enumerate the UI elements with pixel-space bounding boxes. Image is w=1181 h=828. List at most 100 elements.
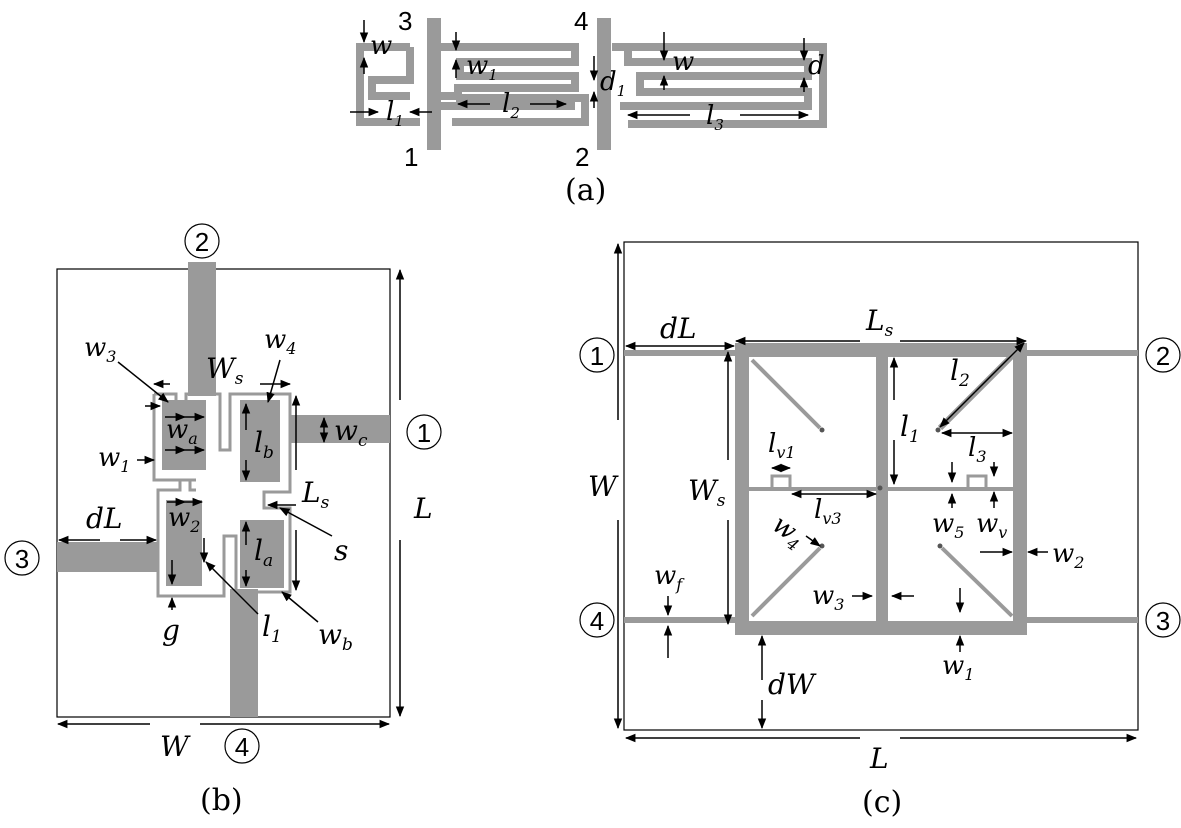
panel-c-l2-arrow-top <box>974 342 1025 393</box>
panel-c-step-left <box>770 474 792 489</box>
panel-b-label-dL: dL <box>86 502 123 535</box>
panel-b-label-wc: wc <box>334 414 368 451</box>
panel-b-label-Ls: Ls <box>301 476 330 513</box>
panel-b-feed-2 <box>188 262 216 396</box>
panel-c-via-center <box>877 485 883 491</box>
panel-b-l1-leader <box>205 561 259 615</box>
panel-b-label-w3: w3 <box>84 333 116 366</box>
panel-a-label-l1: l1 <box>386 97 404 130</box>
panel-b-label-w1: w1 <box>98 443 130 476</box>
panel-a-label-l2: l2 <box>502 89 520 122</box>
panel-c-label-w2: w2 <box>1052 539 1084 572</box>
panel-a-port-3: 3 <box>398 6 412 36</box>
panel-b-port-4-circle <box>224 728 260 764</box>
panel-b-label-la: la <box>254 534 273 571</box>
panel-c-stub-bottomright <box>940 546 1014 618</box>
panel-c-port-1: 1 <box>590 341 604 371</box>
panel-c-substrate <box>623 241 1139 731</box>
panel-b-port-3-circle <box>4 540 40 576</box>
panel-c-port-2: 2 <box>1156 341 1170 371</box>
panel-a-label-l3: l3 <box>706 101 724 134</box>
panel-a-label-w1: w1 <box>466 51 498 84</box>
panel-c-label-W: W <box>588 470 619 503</box>
panel-b-w3-leader <box>117 361 169 403</box>
panel-b-w4-leader <box>266 359 281 404</box>
panel-b-feed-3 <box>57 542 158 572</box>
panel-b-s-leader <box>279 507 333 537</box>
panel-c-l2-arrow-bottom <box>939 391 976 428</box>
panel-b-feed-4 <box>230 589 258 717</box>
panel-b-port-1-circle <box>406 414 442 450</box>
panel-a-left-meander <box>356 43 420 126</box>
panel-b-label-s: s <box>334 534 348 567</box>
panel-c-label-l3: l3 <box>968 433 987 466</box>
panel-c-port-4: 4 <box>590 606 604 636</box>
panel-b-label-w2: w2 <box>168 503 200 536</box>
panel-b-label-l1: l1 <box>262 610 282 647</box>
panel-a-port-4: 4 <box>574 6 588 36</box>
panel-b-port-2-circle <box>184 223 220 259</box>
panel-b-feed-1 <box>289 415 390 443</box>
panel-c-label-wf: wf <box>654 561 685 594</box>
panel-b-label-W: W <box>160 730 191 763</box>
panel-c-label-w1: w1 <box>942 651 974 684</box>
panel-b-port-3: 3 <box>15 544 29 574</box>
panel-c-label-Ls: Ls <box>865 304 894 341</box>
panel-b-caption: (b) <box>200 783 243 818</box>
panel-c-feed-3 <box>1026 617 1138 623</box>
panel-c-feed-4 <box>624 617 736 623</box>
panel-c-port-3: 3 <box>1156 606 1170 636</box>
panel-b-label-g: g <box>162 614 180 647</box>
panel-a-label-w: w <box>370 31 392 61</box>
panel-b-port-2: 2 <box>195 227 209 257</box>
panel-b-patch-wa <box>162 400 206 470</box>
panel-c-label-l2: l2 <box>950 354 970 391</box>
panel-c-w4-leader <box>805 535 821 547</box>
panel-c-label-L: L <box>869 742 889 775</box>
panel-b-port-4: 4 <box>235 732 249 762</box>
panel-c-via-bottomright <box>937 543 943 549</box>
panel-c: 1 2 4 3 dL Ls l2 l1 lv1 l3 W Ws lv3 w5 w… <box>579 241 1181 820</box>
panel-c-label-dL: dL <box>660 312 697 345</box>
panel-a-label-d1: d1 <box>600 67 626 100</box>
panel-c-stub-bottomleft <box>750 546 822 618</box>
panel-b-label-w4: w4 <box>264 325 296 358</box>
panel-a: 3 4 1 2 w w1 d1 w d l1 l2 l3 (a) <box>350 6 827 208</box>
panel-b-label-lb: lb <box>254 426 274 463</box>
panel-c-feed-2 <box>1026 350 1138 356</box>
panel-c-caption: (c) <box>862 785 902 820</box>
panel-b-label-wa: wa <box>166 415 198 448</box>
panel-c-port-4-circle <box>579 602 615 638</box>
panel-a-line-4-2 <box>597 18 611 150</box>
panel-b-port-1: 1 <box>417 418 431 448</box>
panel-a-right-meander <box>612 43 827 128</box>
panel-a-caption: (a) <box>565 173 606 208</box>
panel-b-label-wb: wb <box>318 618 353 655</box>
panel-a-port-1: 1 <box>404 142 418 172</box>
panel-c-port-3-circle <box>1145 602 1181 638</box>
panel-a-line-3-1 <box>427 18 441 150</box>
panel-b-label-L: L <box>413 492 433 525</box>
panel-c-via-bottomleft <box>819 543 825 549</box>
panel-a-label-w-right: w <box>672 47 694 77</box>
panel-a-middle-meander <box>430 43 589 126</box>
panel-c-stub-topleft <box>750 358 822 430</box>
panel-c-via-topright <box>935 427 941 433</box>
panel-b: 2 1 3 4 w3 w4 Ws wa lb wc w1 Ls L dL w2 … <box>4 223 442 818</box>
panel-b-substrate <box>56 268 391 718</box>
panel-b-wb-leader <box>281 591 319 623</box>
panel-c-label-lv3: lv3 <box>814 495 842 528</box>
panel-c-label-lv1: lv1 <box>768 429 796 462</box>
panel-c-label-l1: l1 <box>900 410 920 447</box>
panel-b-label-Ws: Ws <box>206 352 244 389</box>
panel-a-label-d: d <box>808 51 825 81</box>
panel-c-feed-1 <box>624 350 736 356</box>
panel-c-via-topleft <box>819 427 825 433</box>
panel-c-label-w3: w3 <box>812 581 844 614</box>
panel-c-port-2-circle <box>1145 337 1181 373</box>
panel-c-label-Ws: Ws <box>688 474 726 511</box>
panel-c-label-wv: wv <box>976 509 1007 542</box>
panel-a-port-2: 2 <box>575 142 589 172</box>
panel-c-label-w4: w4 <box>765 509 811 555</box>
